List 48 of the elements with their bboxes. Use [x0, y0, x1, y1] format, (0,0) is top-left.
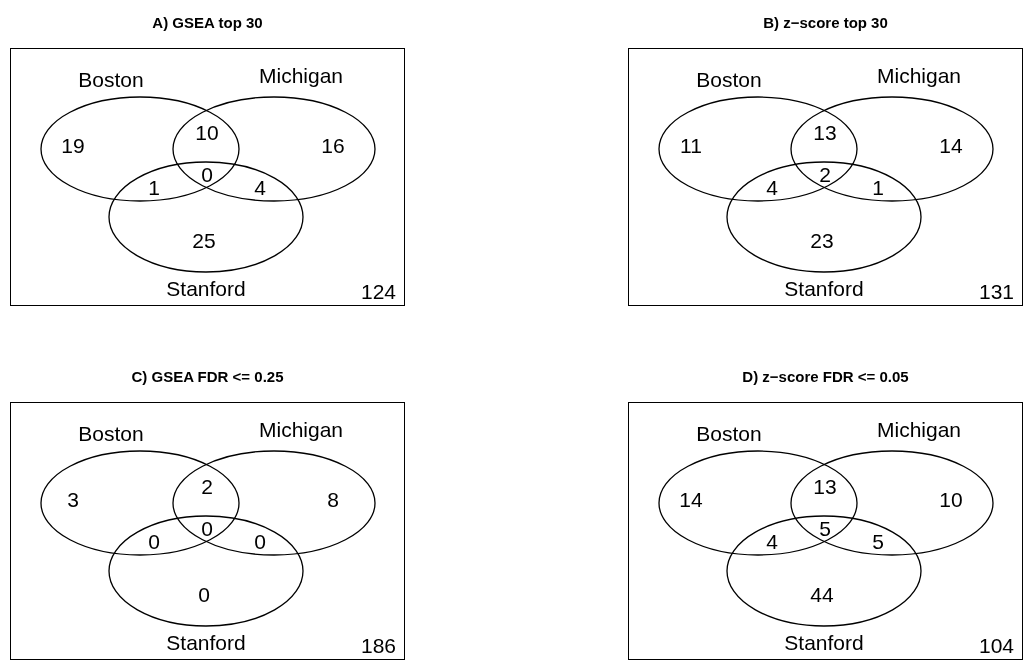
region-count: 10: [939, 489, 963, 511]
region-count: 0: [254, 531, 266, 553]
region-count: 5: [819, 518, 831, 540]
set-label: Michigan: [877, 419, 961, 441]
region-count: 19: [61, 135, 85, 157]
region-count: 25: [192, 230, 216, 252]
region-count: 4: [766, 177, 778, 199]
region-count: 1: [872, 177, 884, 199]
panel-title: A) GSEA top 30: [152, 14, 263, 32]
region-count: 44: [810, 584, 834, 606]
region-count: 0: [201, 164, 213, 186]
region-count: 16: [321, 135, 345, 157]
set-label: Boston: [696, 423, 762, 445]
region-count: 13: [813, 122, 837, 144]
set-label: Stanford: [166, 278, 246, 300]
panel-title: B) z−score top 30: [763, 14, 888, 32]
panel-title: C) GSEA FDR <= 0.25: [131, 368, 284, 386]
total-count: 124: [360, 281, 396, 303]
region-count: 5: [872, 531, 884, 553]
region-count: 4: [254, 177, 266, 199]
region-count: 0: [201, 518, 213, 540]
region-count: 4: [766, 531, 778, 553]
panel-title: D) z−score FDR <= 0.05: [742, 368, 909, 386]
region-count: 3: [67, 489, 79, 511]
set-label: Stanford: [166, 632, 246, 654]
region-count: 14: [939, 135, 963, 157]
set-label: Stanford: [784, 632, 864, 654]
set-label: Boston: [696, 69, 762, 91]
set-label: Michigan: [259, 65, 343, 87]
total-count: 104: [978, 635, 1014, 657]
region-count: 0: [198, 584, 210, 606]
region-count: 8: [327, 489, 339, 511]
region-count: 0: [148, 531, 160, 553]
total-count: 131: [978, 281, 1014, 303]
set-label: Stanford: [784, 278, 864, 300]
region-count: 2: [201, 476, 213, 498]
set-label: Michigan: [259, 419, 343, 441]
set-label: Boston: [78, 69, 144, 91]
region-count: 2: [819, 164, 831, 186]
set-label: Michigan: [877, 65, 961, 87]
set-label: Boston: [78, 423, 144, 445]
region-count: 13: [813, 476, 837, 498]
region-count: 10: [195, 122, 219, 144]
total-count: 186: [360, 635, 396, 657]
region-count: 23: [810, 230, 834, 252]
region-count: 1: [148, 177, 160, 199]
region-count: 11: [680, 135, 702, 157]
region-count: 14: [679, 489, 703, 511]
